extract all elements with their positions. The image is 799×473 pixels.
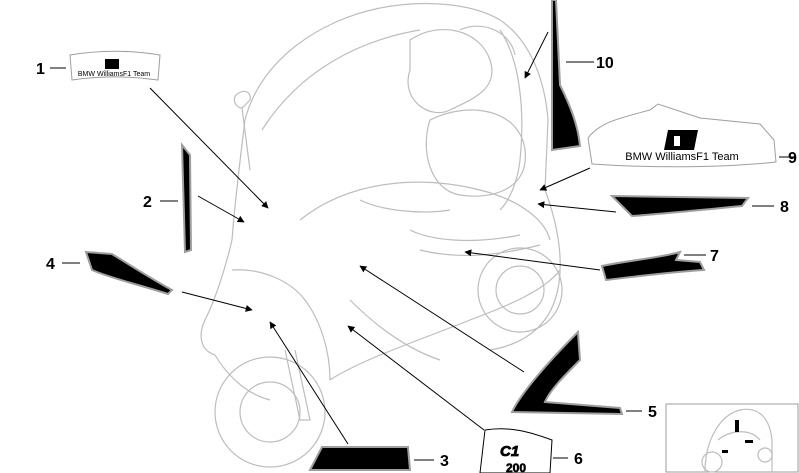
- logo-1-large-icon: [664, 130, 698, 150]
- decal-1-text: BMW WilliamsF1 Team: [78, 71, 150, 78]
- callout-3: 3: [440, 453, 449, 470]
- decal-7-swoosh: [600, 250, 706, 282]
- callout-4: 4: [46, 256, 55, 273]
- scooter-outline: [200, 2, 563, 468]
- overview-thumbnail: [665, 403, 799, 473]
- c1-text: C1: [500, 443, 519, 460]
- decal-9-text: BMW WilliamsF1 Team: [625, 151, 738, 163]
- callout-10: 10: [596, 55, 614, 72]
- callout-7: 7: [710, 248, 719, 265]
- decal-3-panel: [308, 446, 412, 471]
- callout-dashes: [50, 61, 794, 461]
- decal-1-team-sticker: BMW WilliamsF1 Team: [69, 50, 161, 81]
- decal-9-team-sticker: BMW WilliamsF1 Team: [587, 103, 777, 168]
- decal-10-pillar: [551, 0, 582, 152]
- callout-6: 6: [574, 451, 583, 468]
- leader-lines: [149, 31, 617, 445]
- decal-8-panel: [609, 194, 750, 218]
- callout-9: 9: [788, 150, 797, 167]
- callout-5: 5: [648, 404, 657, 421]
- decal-6-c1-badge: C1 200: [479, 428, 553, 473]
- c1-sub-text: 200: [506, 461, 526, 473]
- decal-2-strip: [180, 142, 193, 254]
- callout-2: 2: [143, 194, 152, 211]
- callout-1: 1: [36, 61, 45, 78]
- callout-8: 8: [780, 199, 789, 216]
- decal-4-swoosh: [84, 250, 174, 296]
- logo-1-small-icon: [105, 59, 119, 69]
- decal-5-chevron: [510, 329, 624, 416]
